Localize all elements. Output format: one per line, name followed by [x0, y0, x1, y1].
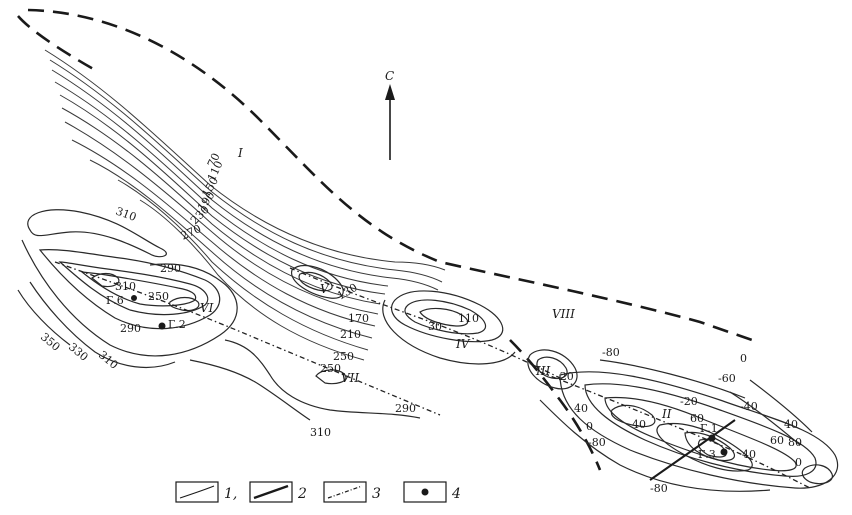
- contour-label: 170: [348, 312, 369, 325]
- contour-label: 110: [458, 312, 479, 325]
- zone-label-VII: VII: [341, 371, 359, 385]
- contour-label: 60: [690, 412, 704, 425]
- well-label: Г.2: [168, 318, 186, 331]
- fault-line-north: [27, 8, 753, 342]
- contour-label: -80: [588, 436, 606, 449]
- contour-label: 70: [205, 151, 223, 169]
- fault-line-crossing: [649, 419, 736, 481]
- contour-label: 60: [770, 434, 784, 447]
- contour-label: 40: [574, 402, 588, 415]
- contours-dome-VI: [21, 209, 238, 357]
- zone-label-VIII: VIII: [552, 307, 575, 321]
- well-label: Г.6: [106, 294, 124, 307]
- legend-number: 1,: [224, 486, 237, 502]
- legend-number: 2: [297, 486, 307, 502]
- contour-label: 350: [38, 330, 62, 353]
- contours-dome-V: [291, 264, 344, 299]
- zone-label-I: I: [237, 146, 243, 160]
- contour-label: 310: [114, 205, 138, 224]
- contour-label: 0: [795, 456, 802, 469]
- contour-label: 290: [120, 322, 141, 335]
- contour-label: 310: [310, 426, 331, 439]
- well-g6: Г.6: [106, 294, 137, 307]
- contour-label: -20: [680, 395, 698, 408]
- contours-dome-II: [539, 359, 839, 492]
- contour-label: -40: [740, 400, 758, 413]
- legend-number: 4: [451, 486, 461, 502]
- contour-label: 330: [66, 340, 90, 363]
- contour-label: 290: [395, 402, 416, 415]
- legend-item-well: 4: [403, 481, 461, 503]
- contour-label: -60: [718, 372, 736, 385]
- anticline-axis-central: [289, 267, 561, 379]
- contour-label: -20: [556, 370, 574, 383]
- contours-southwest: [17, 281, 421, 421]
- well-g1: Г.1: [700, 422, 718, 442]
- contour-label: 250: [320, 362, 341, 375]
- contour-label: 210: [340, 328, 361, 341]
- zone-label-II: II: [661, 407, 672, 421]
- well-label: Г.3: [698, 448, 716, 461]
- contour-label: 250: [333, 350, 354, 363]
- legend-item-contour: 1,: [175, 481, 237, 503]
- zone-label-III: III: [535, 364, 550, 378]
- contours-dome-III: [527, 349, 578, 390]
- zone-label-V: V: [320, 282, 330, 296]
- north-label: С: [385, 69, 394, 83]
- legend-number: 3: [372, 486, 381, 502]
- contour-label: -80: [602, 346, 620, 359]
- legend-item-fault: 2: [249, 481, 307, 503]
- contour-label: 40: [742, 448, 756, 461]
- contour-label: 310: [96, 348, 120, 371]
- contour-label: 290: [160, 262, 181, 275]
- zone-label-VI: VI: [200, 301, 214, 315]
- contour-label: 40: [632, 418, 646, 431]
- zone-label-IV: IV: [455, 337, 471, 351]
- fault-line-east: [509, 339, 602, 471]
- contour-label: 0: [586, 420, 593, 433]
- legend: 1, 2 3 4: [175, 481, 461, 503]
- contour-label: 80: [788, 436, 802, 449]
- contour-label: 30: [428, 320, 442, 333]
- contours-dome-IV: [382, 290, 516, 365]
- contour-label: 40: [784, 418, 798, 431]
- legend-item-axis: 3: [323, 481, 381, 503]
- contour-label: -80: [650, 482, 668, 495]
- contour-label: 310: [115, 280, 136, 293]
- well-g3: Г.3: [698, 448, 728, 461]
- anticline-axis-east: [539, 371, 811, 489]
- fault-line-west-edge: [17, 15, 96, 72]
- contours-northwest-slope: [44, 49, 446, 361]
- well-g2: Г.2: [158, 318, 186, 331]
- well-label: Г.1: [700, 422, 718, 435]
- contour-label: 270: [179, 222, 204, 243]
- north-arrow: С: [385, 69, 395, 160]
- contour-label: 250: [148, 290, 169, 303]
- anticline-axis-west: [54, 261, 441, 416]
- contour-label: 0: [740, 352, 747, 365]
